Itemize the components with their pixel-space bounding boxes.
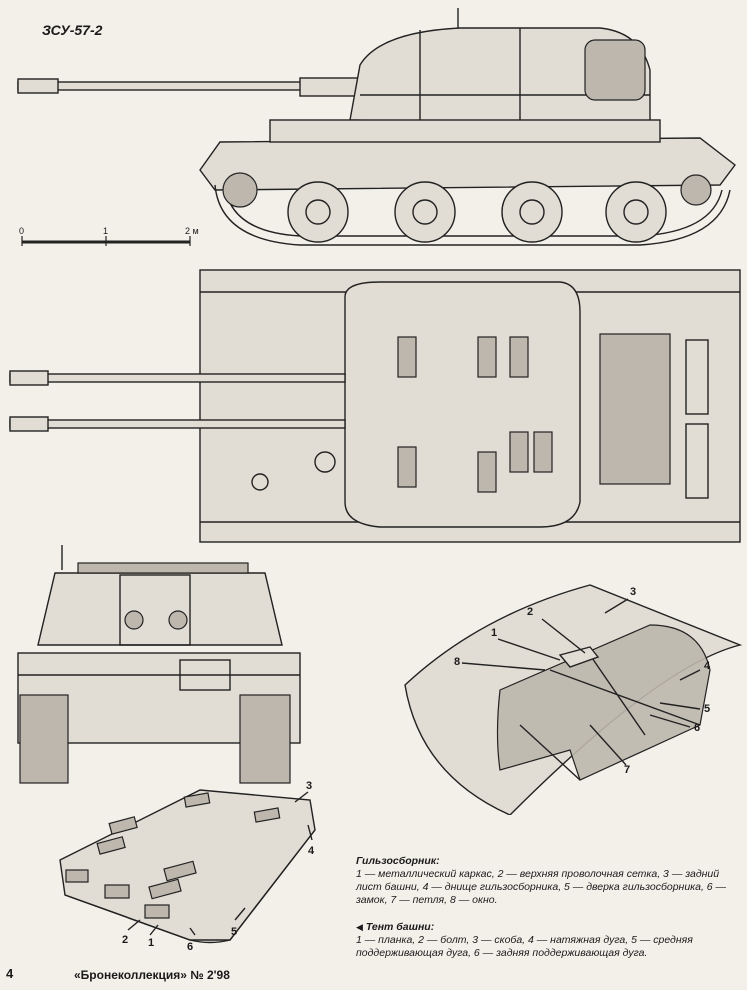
turret-tent-caption: ◀ Тент башни: 1 — планка, 2 — болт, 3 — … [356,921,740,960]
tent-callout-5: 5 [231,926,238,938]
turret-tent-drawing [59,789,316,944]
scale-bar [21,236,191,246]
cartridge-catcher-caption: Гильзосборник: 1 — металлический каркас,… [356,855,740,907]
catcher-callout-8: 8 [454,656,461,668]
road-wheels [222,172,712,243]
rear-view-drawing [17,545,301,784]
scale-label-2m: 2 м [185,226,199,236]
caption-text: 1 — планка, 2 — болт, 3 — скоба, 4 — нат… [356,934,693,959]
top-view-drawing [9,269,741,543]
tent-callout-2: 2 [122,934,129,946]
drawing-title: ЗСУ-57-2 [42,22,103,38]
magazine-title: «Бронеколлекция» № 2'98 [74,968,230,982]
side-view-drawing [17,8,736,246]
page-number: 4 [6,966,14,981]
catcher-callout-2: 2 [527,606,534,618]
catcher-callout-7: 7 [624,764,631,776]
catcher-callout-5: 5 [704,703,711,715]
tent-callout-6: 6 [187,941,194,953]
caption-title: Гильзосборник: [356,855,440,867]
cartridge-catcher-drawing [404,584,743,815]
scale-label-0: 0 [19,226,25,236]
catcher-callout-6: 6 [694,722,701,734]
caption-title: Тент башни: [365,921,435,933]
catcher-callout-1: 1 [491,627,498,639]
catcher-callout-3: 3 [630,586,637,598]
tent-callout-3: 3 [306,780,313,792]
catcher-callout-4: 4 [704,660,711,672]
tent-callout-1: 1 [148,937,155,949]
caption-marker-icon: ◀ [356,922,363,932]
caption-text: 1 — металлический каркас, 2 — верхняя пр… [356,868,727,906]
tent-callout-4: 4 [308,845,315,857]
scale-label-1: 1 [103,226,109,236]
